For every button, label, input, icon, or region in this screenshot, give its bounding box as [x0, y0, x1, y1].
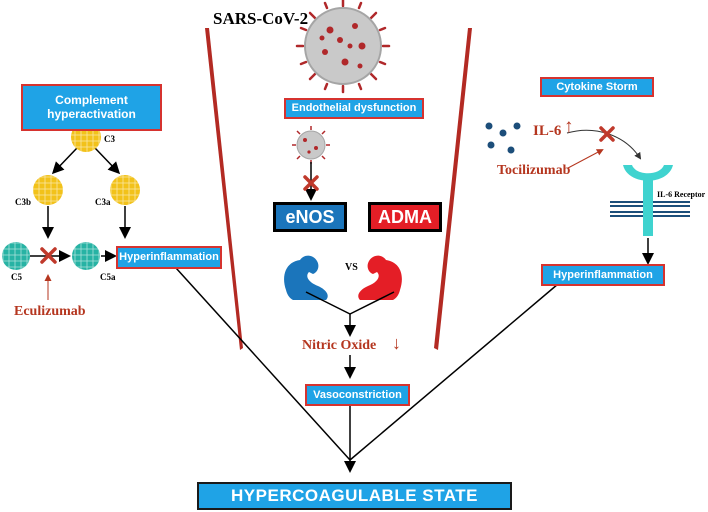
c3b-label: C3b [15, 197, 32, 207]
cytokine-inhibition-x-icon [599, 126, 615, 142]
receptor-icon [610, 165, 690, 236]
left-separator [205, 28, 243, 350]
c3-label: C3 [104, 134, 115, 144]
adma-box: ADMA [368, 202, 442, 232]
endothelial-merge-lines [305, 291, 395, 379]
endothelial-dysfunction-box: Endothelial dysfunction [284, 98, 424, 119]
vasoconstriction-box: Vasoconstriction [305, 384, 410, 406]
right-separator [434, 28, 472, 350]
c3a-label: C3a [95, 197, 111, 207]
cytokine-storm-box: Cytokine Storm [540, 77, 654, 97]
nitric-oxide-down-arrow: ↓ [392, 333, 401, 353]
enos-box: eNOS [273, 202, 347, 232]
il6-to-receptor-arrow [566, 129, 642, 160]
inhibition-x-icon [40, 247, 57, 264]
flexed-arm-icon [358, 255, 402, 300]
il6-label: IL-6 [533, 123, 562, 139]
il6-molecules [485, 122, 521, 154]
nitric-oxide-label: Nitric Oxide [302, 338, 377, 353]
il6-up-arrow: ↑ [564, 116, 574, 137]
c5a-label: C5a [100, 272, 116, 282]
complement-arrows [30, 147, 131, 300]
cytokine-hyperinflammation-box: Hyperinflammation [541, 264, 665, 286]
complement-box-line2: hyperactivation [47, 106, 136, 121]
eculizumab-label: Eculizumab [14, 304, 86, 319]
page-title: SARS-CoV-2 [213, 9, 309, 28]
flexed-arm-icon [284, 255, 328, 300]
complement-box-line1: Complement [55, 92, 128, 107]
tocilizumab-label: Tocilizumab [497, 163, 571, 178]
il6-receptor-label: IL-6 Receptor [657, 190, 706, 199]
small-virus-icon [292, 126, 330, 164]
virus-icon [295, 0, 391, 94]
tocilizumab-arrow [567, 149, 604, 169]
enos-inhibition-x-icon [303, 175, 319, 191]
c5-label: C5 [11, 272, 22, 282]
complement-hyperinflammation-box: Hyperinflammation [116, 246, 222, 269]
complement-hyperactivation-box: Complement hyperactivation [21, 84, 162, 131]
hypercoagulable-state-box: HYPERCOAGULABLE STATE [197, 482, 512, 510]
converging-lines [175, 267, 559, 473]
vs-label: VS [345, 262, 358, 273]
